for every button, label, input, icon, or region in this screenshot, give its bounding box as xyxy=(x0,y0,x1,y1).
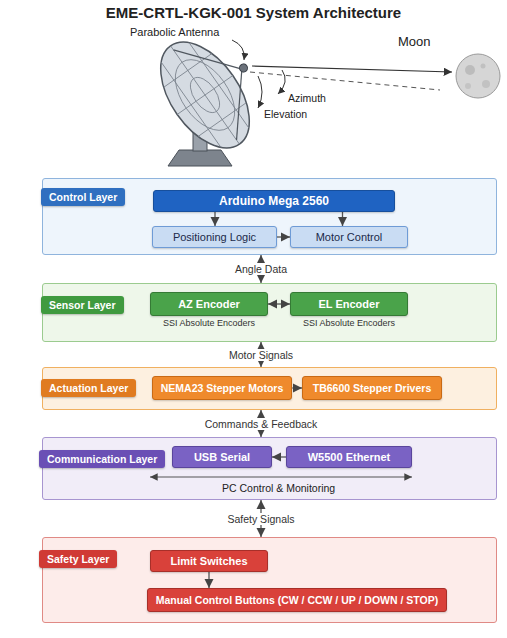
box-label: USB Serial xyxy=(194,451,250,463)
box-label: NEMA23 Stepper Motors xyxy=(161,382,284,394)
component-box: AZ EncoderSSI Absolute Encoders xyxy=(150,292,268,316)
connector xyxy=(292,387,302,388)
box-caption: SSI Absolute Encoders xyxy=(303,318,395,328)
layer-tag: Actuation Layer xyxy=(41,379,136,397)
layer-band: Control Layer Arduino Mega 2560Positionin… xyxy=(42,178,497,255)
connector xyxy=(268,303,290,304)
box-caption: SSI Absolute Encoders xyxy=(163,318,255,328)
free-label: PC Control & Monitoring xyxy=(222,482,335,494)
component-box: USB Serial xyxy=(172,446,272,468)
connector xyxy=(208,572,209,588)
component-box: NEMA23 Stepper Motors xyxy=(152,376,293,400)
layer-band: Sensor LayerAZ EncoderSSI Absolute Encod… xyxy=(42,283,497,342)
free-label: Azimuth xyxy=(288,92,326,104)
box-label: Positioning Logic xyxy=(173,231,256,243)
beam-lines xyxy=(232,40,452,108)
moon-figure xyxy=(456,54,500,98)
box-label: Motor Control xyxy=(316,231,383,243)
component-box: Positioning Logic xyxy=(152,226,277,248)
free-label: Elevation xyxy=(264,108,307,120)
layer-tag: Sensor Layer xyxy=(41,296,124,314)
antenna-dish xyxy=(143,17,281,164)
box-label: W5500 Ethernet xyxy=(308,451,391,463)
box-label: Limit Switches xyxy=(170,555,247,567)
component-box: Manual Control Buttons (CW / CCW / UP / … xyxy=(147,588,448,612)
layer-tag: Control Layer xyxy=(41,188,125,206)
component-box: Motor Control xyxy=(290,226,408,248)
layer-band: Actuation Layer NEMA23 Stepper Motors TB66… xyxy=(42,367,497,410)
connector xyxy=(272,456,286,457)
layer-band: Safety Layer Limit SwitchesManual Control… xyxy=(42,537,497,623)
component-box: Arduino Mega 2560 xyxy=(153,190,395,212)
connector-label: Safety Signals xyxy=(224,513,297,525)
component-box: W5500 Ethernet xyxy=(286,446,412,468)
component-box: TB6600 Stepper Drivers xyxy=(302,376,442,400)
diagram-title: EME-CRTL-KGK-001 System Architecture xyxy=(0,4,507,21)
box-label: TB6600 Stepper Drivers xyxy=(313,382,431,394)
connector-label: Angle Data xyxy=(232,263,290,275)
layer-tag: Communication Layer xyxy=(39,450,165,468)
connector-label: Commands & Feedback xyxy=(202,418,321,430)
box-label: EL Encoder xyxy=(319,298,380,310)
connector xyxy=(214,212,215,226)
component-box: EL EncoderSSI Absolute Encoders xyxy=(290,292,408,316)
free-label: Moon xyxy=(398,34,431,49)
box-label: AZ Encoder xyxy=(178,298,240,310)
antenna-illustration xyxy=(0,0,507,175)
box-label: Arduino Mega 2560 xyxy=(219,194,329,208)
free-label: Parabolic Antenna xyxy=(130,26,219,38)
connector xyxy=(342,212,343,226)
double-arrow xyxy=(150,476,412,477)
box-label: Manual Control Buttons (CW / CCW / UP / … xyxy=(156,594,439,606)
layer-tag: Safety Layer xyxy=(39,550,117,568)
component-box: Limit Switches xyxy=(150,550,268,572)
connector xyxy=(277,236,290,237)
connector-label: Motor Signals xyxy=(226,349,296,361)
